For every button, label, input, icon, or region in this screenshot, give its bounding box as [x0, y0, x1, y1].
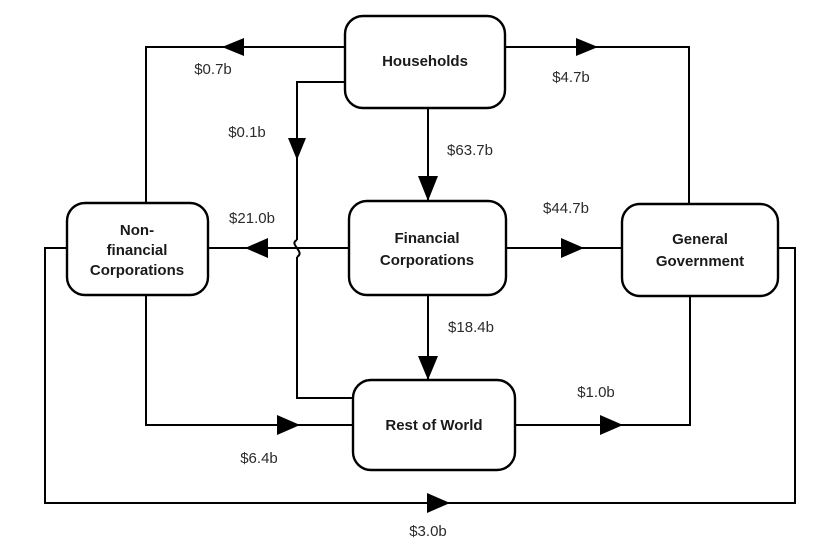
edge-label-63.7b: $63.7b	[447, 142, 493, 159]
node-label-rest-of-world: Rest of World	[385, 417, 482, 434]
edge-line-0.1b-lower	[296, 257, 353, 399]
edge-financial-to-government: $44.7b	[506, 200, 622, 258]
arrowhead-right	[576, 38, 598, 56]
edge-line-1.0b	[515, 296, 691, 426]
node-financial-corporations[interactable]: Financial Corporations	[347, 199, 508, 297]
edge-label-0.7b: $0.7b	[194, 61, 232, 78]
edge-line-0.1b-upper	[296, 81, 345, 240]
node-box-rest-of-world[interactable]	[351, 378, 517, 472]
edge-nonfinancial-to-restofworld: $6.4b	[145, 295, 353, 467]
node-nonfinancial-corporations[interactable]: Non- financial Corporations	[65, 201, 210, 297]
edge-label-21.0b: $21.0b	[229, 210, 275, 227]
edge-households-to-nonfinancial: $0.7b	[145, 38, 345, 203]
arrowhead-right	[600, 415, 623, 435]
edge-label-1.0b: $1.0b	[577, 384, 615, 401]
node-box-general-government[interactable]	[620, 202, 780, 298]
node-label-nonfinancial-line3: Corporations	[90, 262, 184, 279]
node-box-financial-corporations[interactable]	[347, 199, 508, 297]
arrowhead-down	[418, 176, 438, 201]
node-box-nonfinancial-corporations[interactable]	[65, 201, 210, 297]
edge-financial-to-nonfinancial: $21.0b	[208, 210, 349, 258]
node-label-nonfinancial-line1: Non-	[120, 222, 154, 239]
arrowhead-right	[561, 238, 584, 258]
arrowhead-down	[288, 138, 306, 160]
node-label-financial-line1: Financial	[394, 230, 459, 247]
node-general-government[interactable]: General Government	[620, 202, 780, 298]
edge-restofworld-to-government: $1.0b	[515, 296, 691, 435]
edge-line-6.4b	[145, 295, 353, 426]
edge-label-0.1b: $0.1b	[228, 124, 266, 141]
edge-line-4.7b	[505, 46, 690, 204]
edge-households-to-restofworld: $0.1b	[228, 81, 353, 399]
edge-label-6.4b: $6.4b	[240, 450, 278, 467]
edge-label-4.7b: $4.7b	[552, 69, 590, 86]
arrowhead-down	[418, 356, 438, 380]
arrowhead-right	[277, 415, 300, 435]
edge-nonfinancial-to-government: $3.0b	[44, 247, 796, 540]
node-label-households: Households	[382, 53, 468, 70]
node-label-government-line2: Government	[656, 253, 744, 270]
node-rest-of-world[interactable]: Rest of World	[351, 378, 517, 472]
node-label-nonfinancial-line2: financial	[107, 242, 168, 259]
edge-label-44.7b: $44.7b	[543, 200, 589, 217]
edge-financial-to-restofworld: $18.4b	[418, 295, 494, 380]
arrowhead-right	[427, 493, 450, 513]
arrowhead-left	[222, 38, 244, 56]
edge-line-0.7b	[145, 46, 345, 203]
arrowhead-left	[245, 238, 268, 258]
edge-households-to-financial: $63.7b	[418, 108, 493, 201]
node-label-financial-line2: Corporations	[380, 252, 474, 269]
edge-line-3.0b	[44, 247, 796, 504]
node-box-households[interactable]	[343, 14, 507, 110]
edge-households-to-government: $4.7b	[505, 38, 690, 204]
edge-label-3.0b: $3.0b	[409, 523, 447, 540]
edge-label-18.4b: $18.4b	[448, 319, 494, 336]
node-households[interactable]: Households	[343, 14, 507, 110]
node-label-government-line1: General	[672, 231, 728, 248]
